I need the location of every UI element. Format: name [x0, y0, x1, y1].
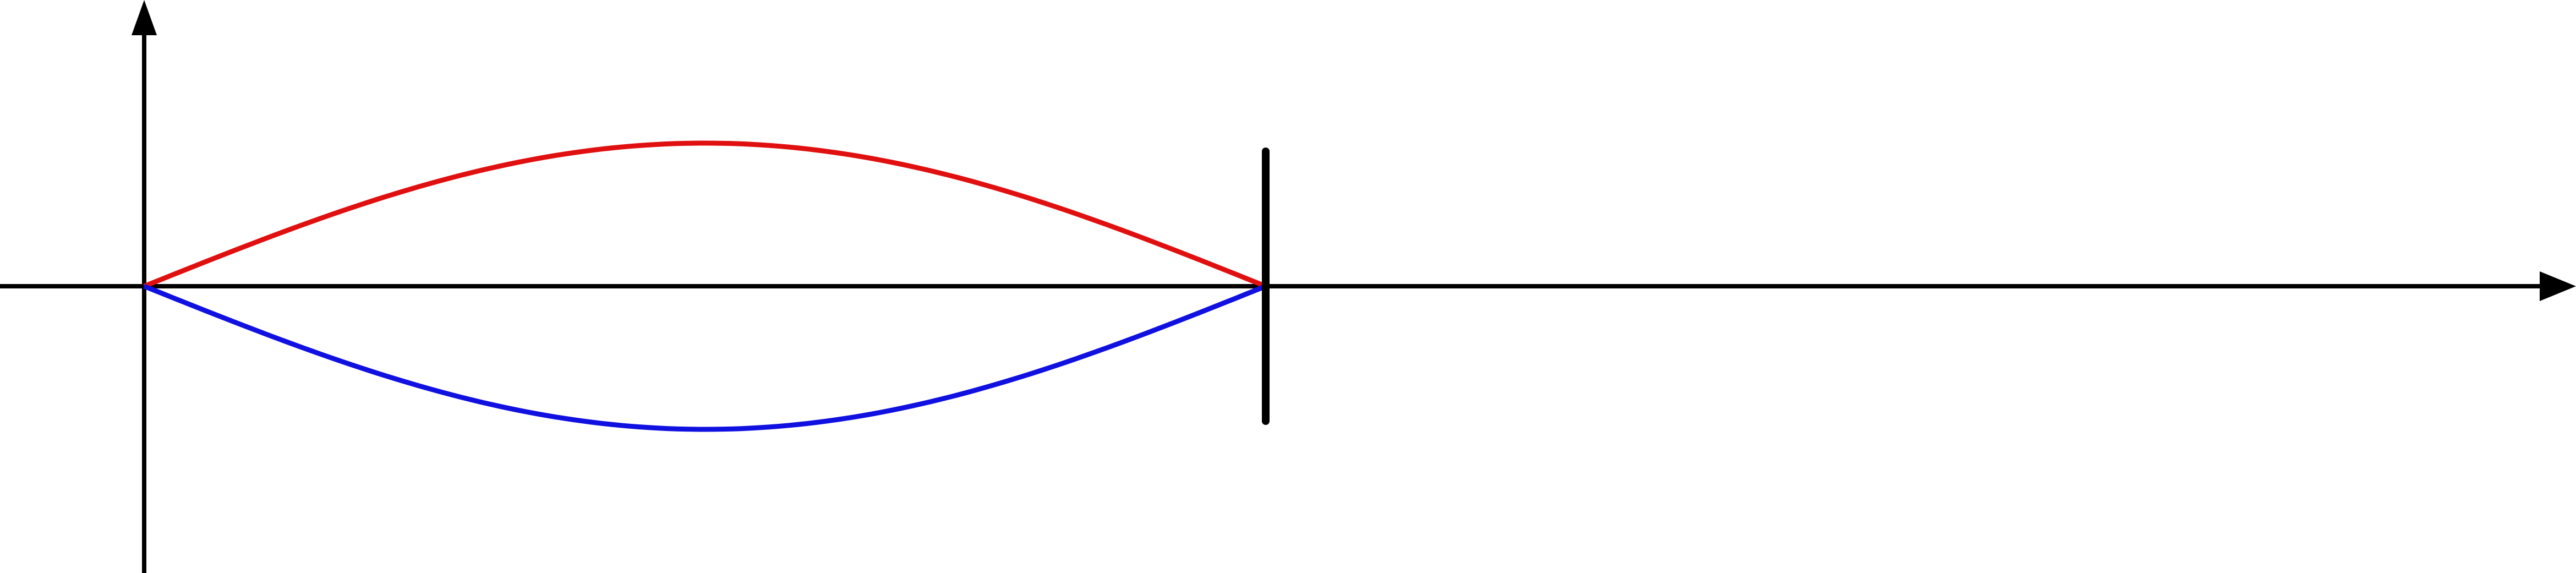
upper-wave-curve: [143, 140, 1267, 289]
x-axis-arrowhead: [2540, 271, 2576, 301]
y-axis-arrowhead: [132, 0, 157, 35]
lower-wave-curve: [143, 283, 1267, 432]
